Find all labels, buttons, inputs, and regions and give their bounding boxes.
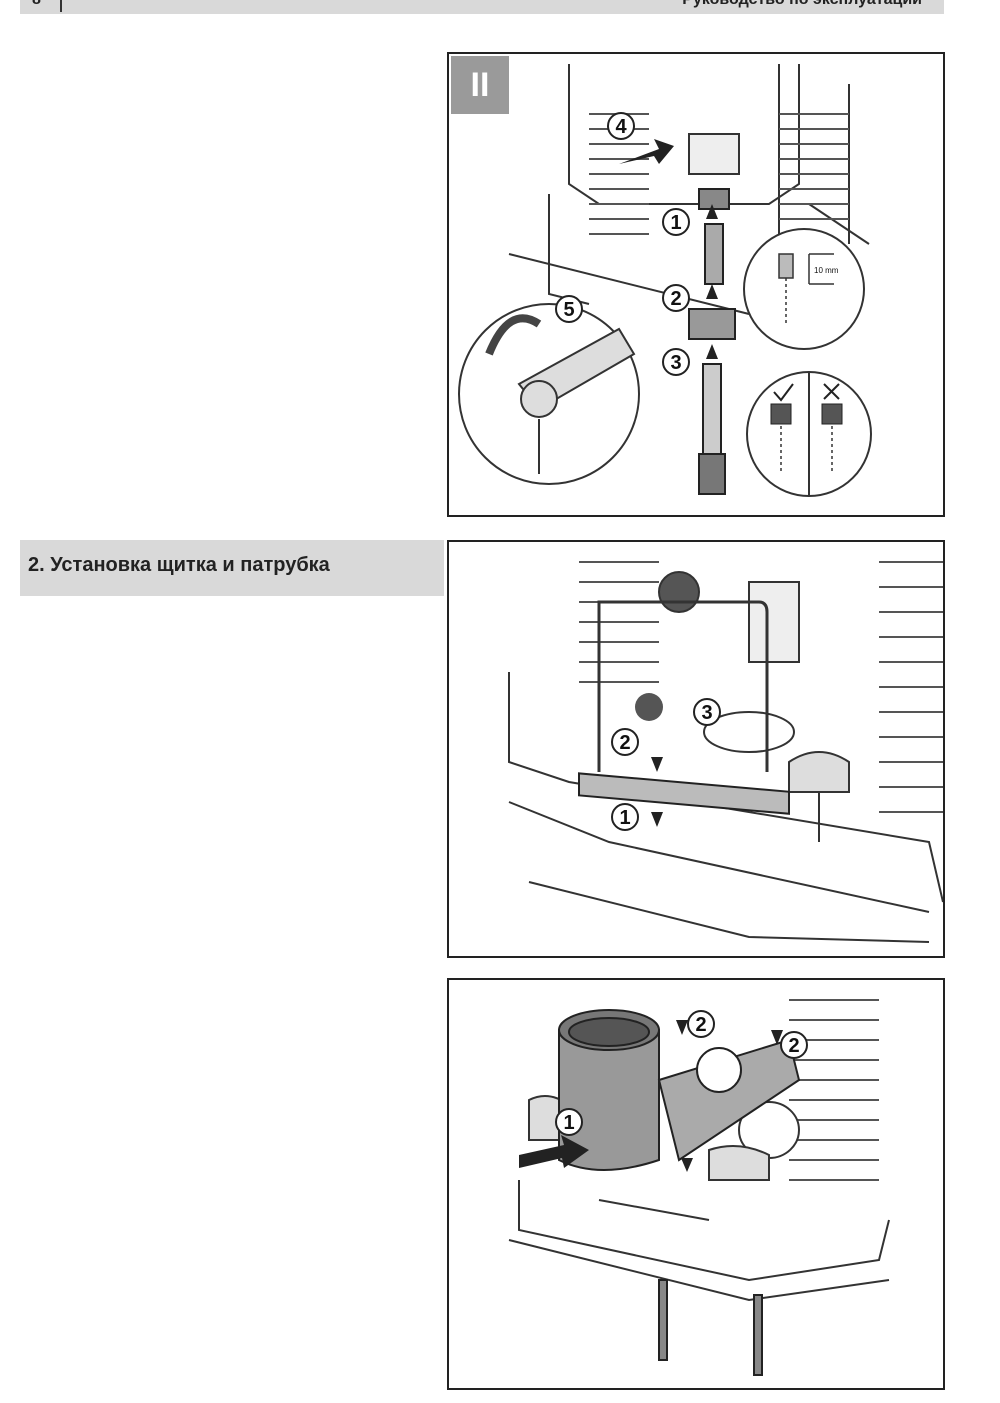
cross-icon (823, 383, 840, 400)
figure-nozzle-installation: 1 2 2 (447, 978, 945, 1390)
figure-shield-installation: 1 2 3 (447, 540, 945, 958)
page-number: 8 (32, 0, 41, 9)
callout-1: 1 (563, 1112, 574, 1134)
figure-bit-installation-illustration: 10 mm 4 1 2 3 5 (458, 64, 872, 497)
figure-bit-installation: 10 mm 4 1 2 3 5 II (447, 52, 945, 517)
step-badge: II (451, 56, 509, 114)
dimension-label: 10 mm (814, 266, 839, 275)
callout-3: 3 (670, 352, 681, 374)
callout-2: 2 (670, 288, 681, 310)
figure-shield-installation-illustration: 1 2 3 (508, 561, 943, 943)
header-bar (20, 0, 944, 14)
callout-2: 2 (619, 732, 630, 754)
callout-2-second: 2 (788, 1035, 799, 1057)
check-icon (773, 383, 794, 402)
section-heading: 2. Установка щитка и патрубка (20, 540, 444, 596)
callout-4: 4 (615, 116, 627, 138)
callout-3: 3 (701, 702, 712, 724)
callout-1: 1 (619, 807, 630, 829)
callout-1: 1 (670, 212, 681, 234)
header-separator (60, 0, 62, 12)
header-title: Руководство по эксплуатации (682, 0, 922, 9)
callout-2: 2 (695, 1014, 706, 1036)
callout-5: 5 (563, 299, 574, 321)
figure-nozzle-installation-illustration: 1 2 2 (508, 999, 890, 1376)
